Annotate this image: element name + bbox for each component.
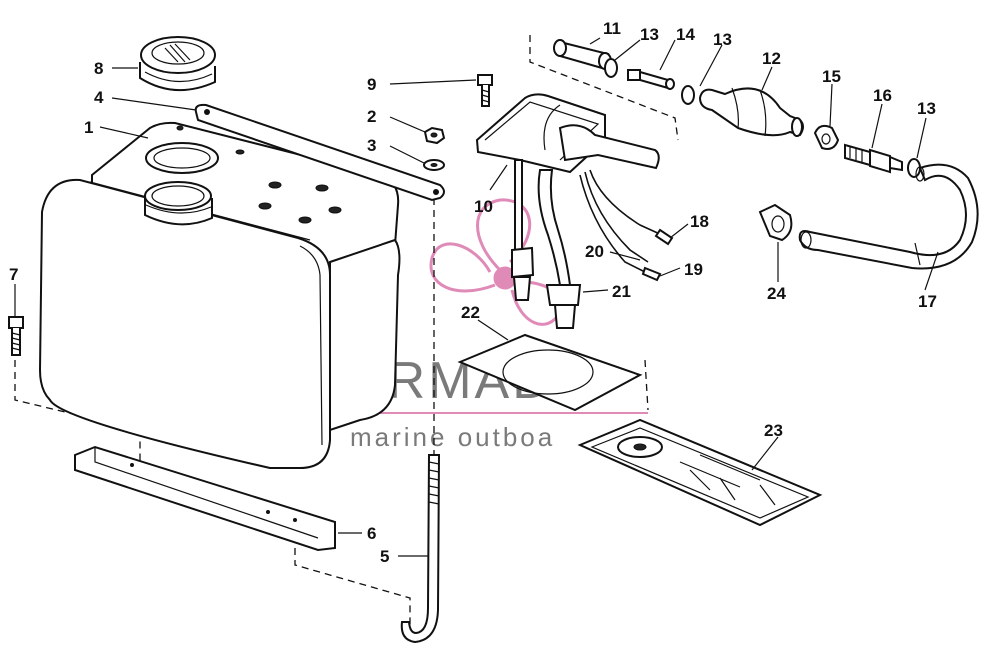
callout-13b: 13: [713, 30, 732, 49]
gasket: [457, 333, 643, 412]
callout-1: 1: [84, 118, 93, 137]
mounting-holes: [176, 125, 342, 224]
hose-clamp-13a: [604, 58, 618, 78]
callout-12: 12: [762, 49, 781, 68]
fuel-tank: [38, 121, 401, 469]
hose-fitting: [844, 143, 903, 174]
callout-15: 15: [822, 67, 841, 86]
hose-clip: [758, 203, 793, 242]
callout-18: 18: [690, 212, 709, 231]
callout-13a: 13: [640, 25, 659, 44]
callout-8: 8: [94, 59, 103, 78]
callout-22: 22: [461, 303, 480, 322]
watermark-tagline: marine outboa: [350, 422, 555, 452]
callout-labels: 1 2 3 4 5 6 7 8 9 10 11 12 13 13 13 14 1…: [9, 19, 937, 566]
screw-9: [477, 74, 493, 107]
assembly-guide-lines: [14, 35, 679, 625]
callout-19: 19: [684, 260, 703, 279]
leader-lines: [14, 37, 939, 557]
primer-bulb: [698, 87, 804, 137]
fuel-hose: [798, 163, 979, 270]
callout-6: 6: [367, 524, 376, 543]
callout-11: 11: [603, 19, 621, 38]
hose-connector: [627, 69, 675, 90]
hold-down-strap: [194, 103, 445, 202]
nut-2: [423, 126, 446, 145]
fuel-pickup-assembly: [475, 93, 674, 329]
callout-2: 2: [367, 107, 376, 126]
screw-7: [8, 316, 24, 356]
callout-10: 10: [474, 197, 493, 216]
callout-4: 4: [94, 88, 104, 107]
callout-5: 5: [380, 547, 389, 566]
callout-16: 16: [873, 86, 892, 105]
callout-23: 23: [764, 421, 783, 440]
tank-bracket: [74, 445, 336, 552]
j-bolt: [400, 454, 441, 644]
callout-3: 3: [367, 136, 376, 155]
hose-sleeve: [553, 39, 612, 70]
fuel-gauge-plate: [577, 418, 823, 527]
callout-7: 7: [9, 265, 18, 284]
hose-clamp-13b: [681, 85, 695, 105]
callout-17: 17: [918, 292, 937, 311]
callout-21: 21: [612, 282, 631, 301]
callout-14: 14: [676, 25, 695, 44]
callout-20: 20: [585, 242, 604, 261]
washer-3: [423, 159, 445, 171]
callout-24: 24: [767, 284, 786, 303]
filler-cap: [139, 36, 216, 92]
callout-9: 9: [367, 75, 376, 94]
coupling-nut: [813, 124, 840, 150]
callout-13c: 13: [917, 99, 936, 118]
